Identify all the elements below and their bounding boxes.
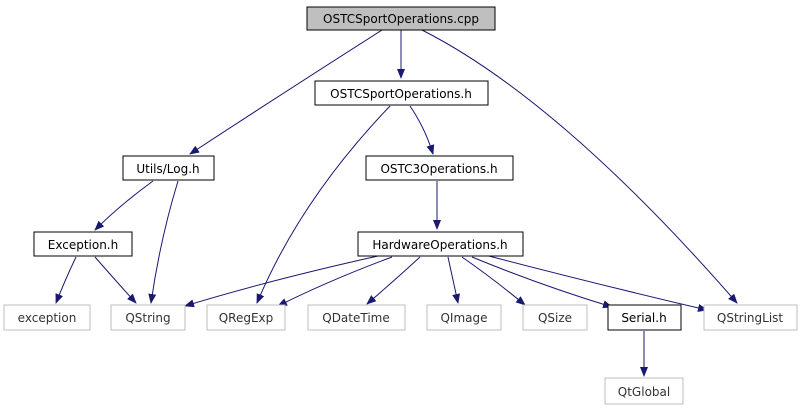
node-label-ostc3: OSTC3Operations.h <box>380 162 497 176</box>
node-qtglobal: QtGlobal <box>604 377 684 405</box>
edge-exception-h-to-qstring <box>94 256 137 304</box>
edge-utils-log-to-qstring <box>148 180 179 304</box>
node-ostcsportoperations-cpp: OSTCSportOperations.cpp <box>306 6 496 31</box>
node-qstringlist: QStringList <box>703 304 798 331</box>
node-label-qsize: QSize <box>538 311 572 325</box>
node-label-exception: exception <box>18 311 77 325</box>
node-label-utils-log: Utils/Log.h <box>136 162 199 176</box>
node-hardwareoperations-h[interactable]: HardwareOperations.h <box>357 231 524 257</box>
node-qstring: QString <box>110 304 186 331</box>
edge-hardware-to-qdatetime <box>366 256 421 305</box>
node-label-qstring: QString <box>125 311 170 325</box>
node-ostcsportoperations-h[interactable]: OSTCSportOperations.h <box>314 80 489 106</box>
node-label-serial: Serial.h <box>621 311 666 325</box>
edge-hardware-to-qimage <box>447 256 460 304</box>
node-label-exception-h: Exception.h <box>48 238 118 252</box>
edge-utils-log-to-exception-h <box>94 180 154 231</box>
edge-sport-h-to-qregexp <box>256 105 391 304</box>
node-exception-h[interactable]: Exception.h <box>33 231 133 257</box>
node-label-qregexp: QRegExp <box>219 311 274 325</box>
node-ostc3operations-h[interactable]: OSTC3Operations.h <box>365 155 514 181</box>
node-label-hardware: HardwareOperations.h <box>372 238 507 252</box>
edge-hardware-to-qsize <box>461 256 526 306</box>
node-utils-log-h[interactable]: Utils/Log.h <box>122 155 215 181</box>
node-label-sport-h: OSTCSportOperations.h <box>330 87 472 101</box>
node-qimage: QImage <box>426 304 502 331</box>
edge-exception-h-to-exception <box>55 256 77 304</box>
node-label-qtglobal: QtGlobal <box>618 385 670 399</box>
node-qdatetime: QDateTime <box>307 304 406 331</box>
edge-sport-h-to-ostc3 <box>409 105 435 155</box>
dependency-edges <box>55 29 738 377</box>
edge-hardware-to-qstringlist <box>484 254 708 312</box>
edge-root-to-qstringlist <box>421 29 738 304</box>
edge-root-to-utils-log <box>189 29 383 155</box>
node-label-root: OSTCSportOperations.cpp <box>323 12 479 26</box>
edge-hardware-to-serial <box>471 256 613 309</box>
edge-hardware-to-qstring <box>184 255 379 308</box>
edge-hardware-to-qregexp <box>277 256 393 307</box>
node-label-qdatetime: QDateTime <box>322 311 390 325</box>
node-serial-h[interactable]: Serial.h <box>607 304 682 331</box>
node-label-qimage: QImage <box>440 311 487 325</box>
node-qsize: QSize <box>522 304 588 331</box>
node-exception: exception <box>3 304 91 331</box>
node-qregexp: QRegExp <box>206 304 286 331</box>
node-label-qstringlist: QStringList <box>717 311 784 325</box>
